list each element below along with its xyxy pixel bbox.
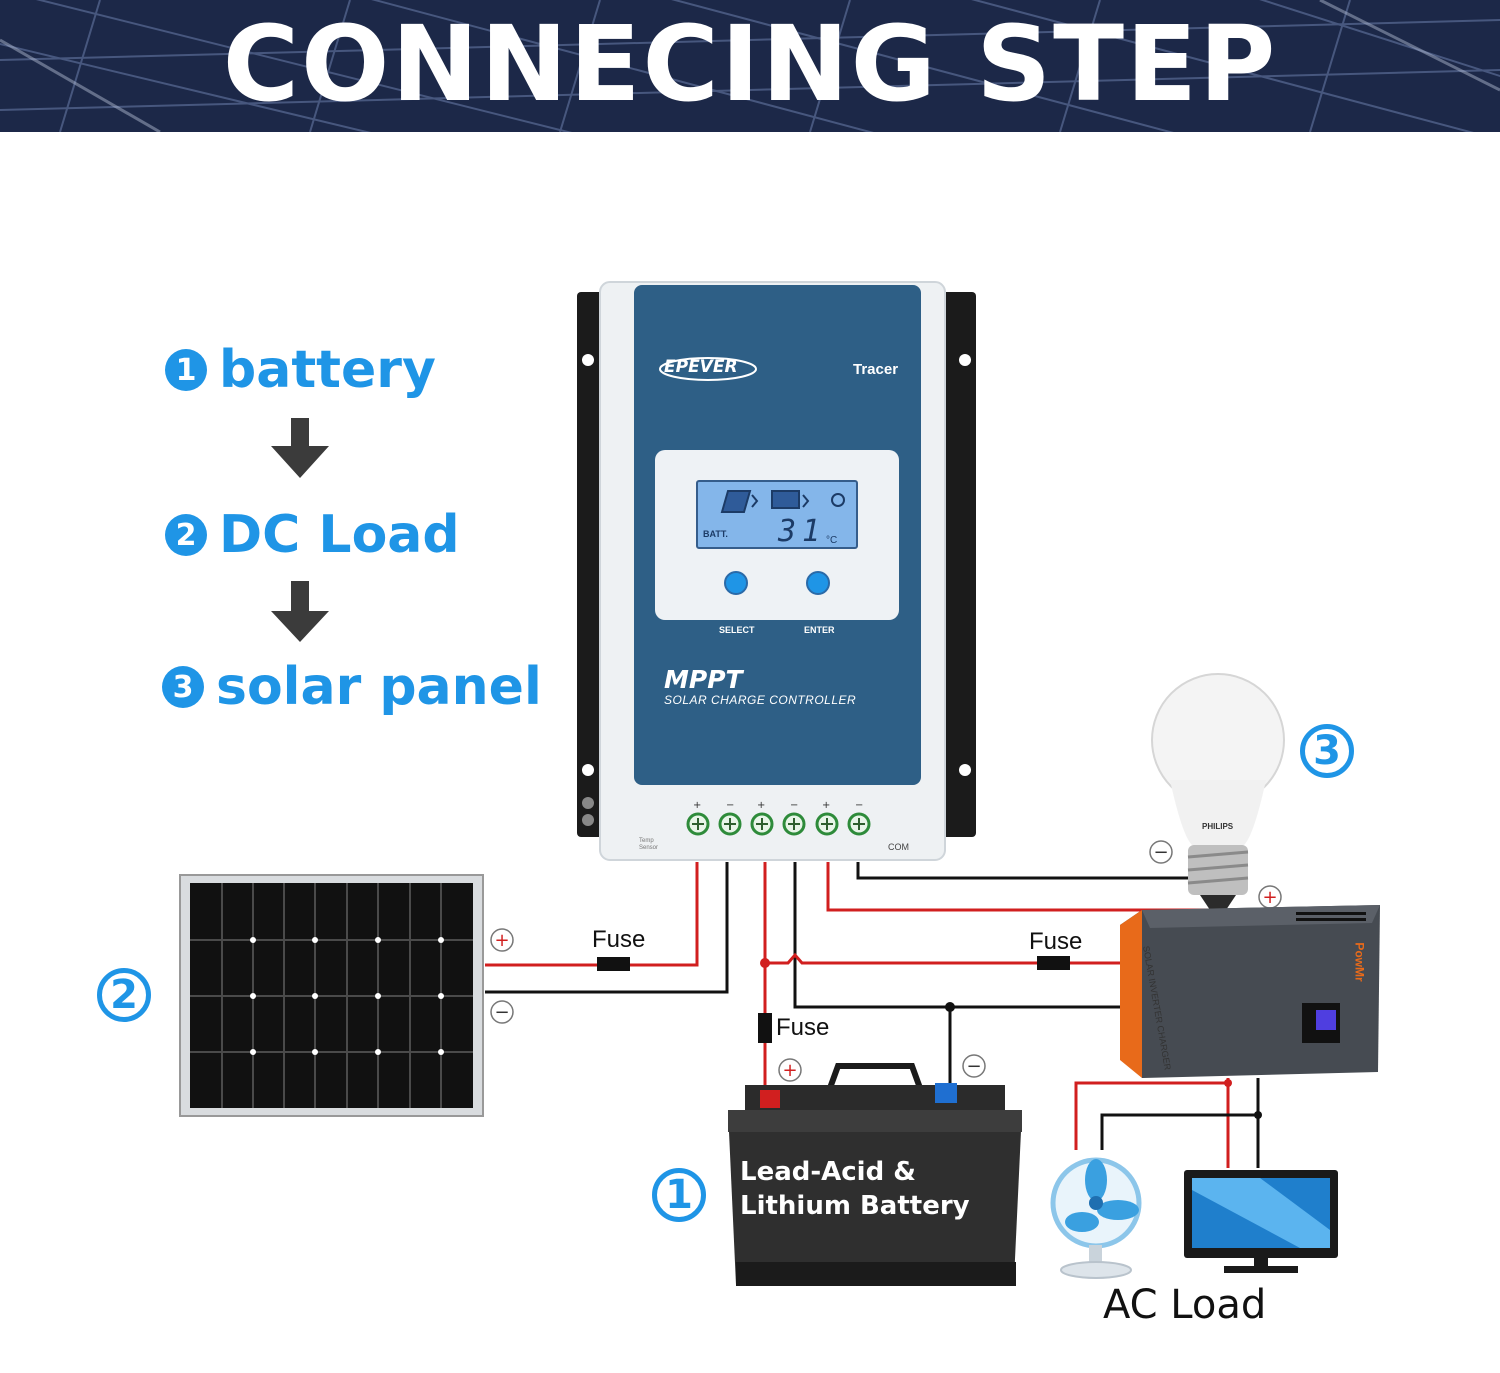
enter-button-label: ENTER <box>804 625 835 635</box>
svg-text:−: − <box>1153 842 1168 863</box>
solar-panel-background <box>0 0 1500 132</box>
polarity-minus-bulb: − <box>1149 840 1173 864</box>
battery-label-line2: Lithium Battery <box>740 1191 970 1221</box>
step-number: 1 <box>165 349 207 391</box>
step-label: solar panel <box>216 657 542 717</box>
step-number: 2 <box>165 514 207 556</box>
svg-text:+: + <box>782 1060 797 1081</box>
solar-panel <box>179 874 484 1117</box>
callout-panel: 2 <box>97 968 151 1022</box>
svg-text:−: − <box>966 1056 981 1077</box>
inverter-drawing <box>1120 905 1380 1078</box>
svg-text:−: − <box>494 1002 509 1023</box>
step-1: 1 battery <box>165 340 436 400</box>
svg-text:+: + <box>1262 887 1277 908</box>
polarity-minus-battery: − <box>962 1054 986 1078</box>
bulb-brand: PHILIPS <box>1202 822 1234 831</box>
step-3: 3 solar panel <box>162 657 542 717</box>
lcd-label: BATT. <box>703 529 728 539</box>
controller-subtitle: SOLAR CHARGE CONTROLLER <box>664 693 857 707</box>
fuse-label-inverter: Fuse <box>1029 928 1083 955</box>
wire-panel-positive <box>485 862 699 967</box>
step-label: battery <box>219 340 436 400</box>
wire-panel-negative <box>485 862 729 994</box>
monitor <box>1184 1170 1338 1273</box>
step-label: DC Load <box>219 505 460 565</box>
battery-label: Lead-Acid & Lithium Battery <box>740 1155 970 1223</box>
wire-ac-black-fan <box>1100 1078 1260 1150</box>
controller-mppt: MPPT <box>664 665 743 694</box>
step-2: 2 DC Load <box>165 505 460 565</box>
select-button-label: SELECT <box>719 625 755 635</box>
fuse-battery <box>758 1013 772 1043</box>
polarity-plus-battery: + <box>778 1058 802 1082</box>
battery-drawing <box>728 1063 1022 1286</box>
step-arrow-down-icon <box>271 418 329 478</box>
junction-dot <box>945 1002 955 1012</box>
banner-title: CONNECING STEP <box>222 3 1278 125</box>
svg-text:+: + <box>494 930 509 951</box>
polarity-minus-panel: − <box>490 1000 514 1024</box>
fuse-inverter <box>1037 956 1070 970</box>
callout-battery: 1 <box>652 1168 706 1222</box>
wire-inverter-positive <box>765 952 1130 965</box>
com-label: COM <box>888 842 909 852</box>
light-bulb <box>1151 673 1285 910</box>
callout-bulb: 3 <box>1300 724 1354 778</box>
controller-model: Tracer <box>853 361 899 378</box>
polarity-plus-panel: + <box>490 928 514 952</box>
wire-battery-negative <box>793 862 952 1090</box>
wire-load-negative <box>856 862 1195 880</box>
temp-sensor-label: Temp Sensor <box>639 838 659 851</box>
polarity-plus-bulb: + <box>1258 885 1282 909</box>
svg-text:+: + <box>693 800 701 811</box>
junction-dot <box>1224 1079 1232 1087</box>
lcd-value: 31 <box>778 514 827 549</box>
controller-brand: EPEVER <box>664 357 738 377</box>
fuse-label-battery: Fuse <box>776 1014 830 1041</box>
fuse-panel <box>597 957 630 971</box>
banner: CONNECING STEP <box>0 0 1500 132</box>
fan <box>1050 1157 1142 1279</box>
inverter-brand: PowMr <box>1352 942 1367 982</box>
ac-load-label: AC Load <box>1103 1282 1267 1328</box>
junction-dot <box>760 958 770 968</box>
step-arrow-down-icon <box>271 581 329 642</box>
lcd-unit: °C <box>826 535 838 546</box>
svg-text:+: + <box>757 800 765 811</box>
battery-label-line1: Lead-Acid & <box>740 1157 916 1187</box>
svg-text:−: − <box>855 800 863 811</box>
svg-text:−: − <box>790 800 798 811</box>
svg-text:+: + <box>822 800 830 811</box>
svg-text:−: − <box>726 800 734 811</box>
step-number: 3 <box>162 666 204 708</box>
charge-controller: + − + − + − <box>577 281 976 861</box>
junction-dot <box>1254 1111 1262 1119</box>
fuse-label-panel: Fuse <box>592 926 646 953</box>
